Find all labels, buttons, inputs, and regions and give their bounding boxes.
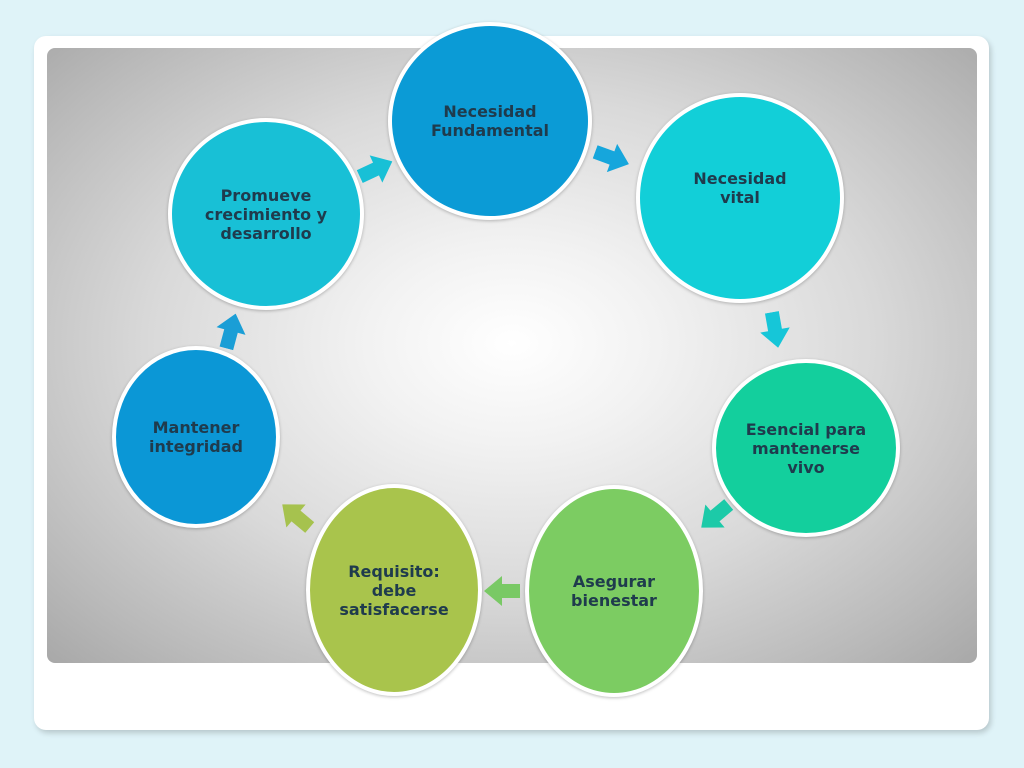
node-label: Requisito: debe satisfacerse xyxy=(339,561,449,619)
node-label: Mantener integridad xyxy=(149,418,243,456)
arrow-asegurar-to-requisito xyxy=(484,576,520,606)
arrow-requisito-to-mantener xyxy=(273,493,320,539)
arrow-fundamental-to-vital xyxy=(590,138,634,179)
node-esencial: Esencial para mantenerse vivo xyxy=(712,359,900,537)
node-asegurar: Asegurar bienestar xyxy=(525,485,703,697)
arrow-vital-to-esencial xyxy=(757,310,793,351)
arrow-shape xyxy=(760,311,790,348)
arrow-promueve-to-fundamental xyxy=(353,148,398,190)
node-label: Necesidad Fundamental xyxy=(430,102,549,140)
arrow-mantener-to-promueve xyxy=(212,310,250,353)
node-label: Promueve crecimiento y desarrollo xyxy=(204,185,328,243)
arrow-esencial-to-asegurar xyxy=(692,493,739,539)
arrow-shape xyxy=(701,499,734,528)
node-requisito: Requisito: debe satisfacerse xyxy=(306,484,482,696)
arrow-shape xyxy=(282,504,315,533)
node-necesidad-vital: Necesidad vital xyxy=(636,93,844,303)
node-promueve: Promueve crecimiento y desarrollo xyxy=(168,118,364,310)
node-label: Asegurar bienestar xyxy=(571,572,657,610)
arrow-shape xyxy=(356,155,393,183)
node-necesidad-fundamental: Necesidad Fundamental xyxy=(388,22,592,220)
node-mantener: Mantener integridad xyxy=(112,346,280,528)
arrow-shape xyxy=(216,313,246,351)
node-label: Necesidad vital xyxy=(693,169,787,207)
arrow-shape xyxy=(484,576,520,606)
node-label: Esencial para mantenerse vivo xyxy=(745,419,867,477)
arrow-shape xyxy=(592,143,629,173)
